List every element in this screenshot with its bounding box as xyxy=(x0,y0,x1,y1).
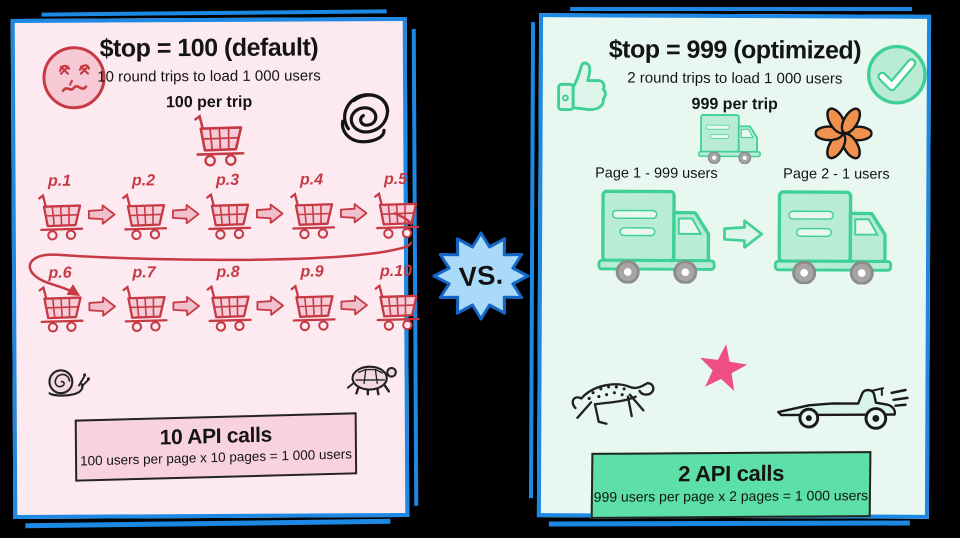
page-label: p.4 xyxy=(299,171,324,189)
cart-unit: p.2 xyxy=(115,172,171,241)
arrow-right-icon xyxy=(88,203,116,225)
page-label: p.6 xyxy=(48,264,72,282)
cart-row-1: p.1 p.2 p.3 p.4 p.5 xyxy=(31,171,403,242)
vs-label: VS. xyxy=(458,259,504,292)
right-panel-optimized: $top = 999 (optimized) 2 round trips to … xyxy=(528,13,932,519)
shopping-cart-icon xyxy=(187,112,249,168)
left-result-box: 10 API calls 100 users per page x 10 pag… xyxy=(74,412,358,482)
turtle-icon xyxy=(344,357,398,397)
cart-unit: p.5 xyxy=(367,171,423,240)
cart-unit: p.3 xyxy=(199,172,255,241)
right-panel-subtitle: 2 round trips to load 1 000 users xyxy=(627,69,843,88)
shopping-cart-icon xyxy=(200,283,256,333)
shopping-cart-icon xyxy=(116,283,172,333)
page-label: p.2 xyxy=(131,172,156,190)
left-panel-title: $top = 100 (default) xyxy=(99,33,319,63)
shopping-cart-icon xyxy=(116,191,172,241)
arrow-right-icon xyxy=(256,295,284,317)
cart-unit: p.9 xyxy=(284,263,340,332)
shopping-cart-icon xyxy=(32,192,88,242)
shopping-cart-icon xyxy=(200,191,256,241)
arrow-right-icon xyxy=(722,218,764,250)
page-label: p.8 xyxy=(216,263,240,281)
right-panel-title: $top = 999 (optimized) xyxy=(608,35,862,65)
shopping-cart-icon xyxy=(32,284,88,334)
page-label: p.3 xyxy=(215,171,240,189)
starburst-icon xyxy=(432,231,530,321)
page-label: p.7 xyxy=(132,264,156,282)
arrow-right-icon xyxy=(172,203,200,225)
flower-icon xyxy=(814,98,872,164)
cheetah-icon xyxy=(569,369,655,433)
cart-unit: p.6 xyxy=(32,265,88,334)
cart-unit: p.1 xyxy=(31,173,87,242)
delivery-truck-icon xyxy=(597,185,716,284)
page-label: p.10 xyxy=(379,262,413,281)
arrow-right-icon xyxy=(340,202,368,224)
page-label: p.1 xyxy=(47,172,72,190)
shopping-cart-icon xyxy=(284,282,340,332)
right-result-box: 2 API calls 999 users per page x 2 pages… xyxy=(590,451,872,519)
left-panel-default: $top = 100 (default) 10 round trips to l… xyxy=(10,16,410,520)
page-label: p.9 xyxy=(300,263,324,281)
race-car-icon xyxy=(775,380,909,431)
shopping-cart-icon xyxy=(368,282,424,332)
left-panel-subtitle: 10 round trips to load 1 000 users xyxy=(97,67,321,86)
arrow-right-icon xyxy=(340,294,368,316)
delivery-truck-small-icon xyxy=(697,112,761,164)
delivery-truck-icon xyxy=(772,186,894,285)
arrow-right-icon xyxy=(88,295,116,317)
page1-label: Page 1 - 999 users xyxy=(595,165,718,182)
cart-unit: p.4 xyxy=(283,171,339,240)
cart-unit: p.10 xyxy=(368,263,424,332)
page-label: p.5 xyxy=(383,170,408,189)
snail-icon xyxy=(42,361,90,401)
cart-unit: p.7 xyxy=(116,264,172,333)
cart-row-2: p.6 p.7 p.8 p.9 p.10 xyxy=(32,263,404,334)
right-result-detail: 999 users per page x 2 pages = 1 000 use… xyxy=(593,487,869,505)
right-result-title: 2 API calls xyxy=(678,460,785,487)
arrow-right-icon xyxy=(256,203,284,225)
left-per-trip-label: 100 per trip xyxy=(165,93,253,112)
cart-unit: p.8 xyxy=(200,264,256,333)
arrow-right-icon xyxy=(172,295,200,317)
page2-label: Page 2 - 1 users xyxy=(783,166,890,183)
shopping-cart-icon xyxy=(284,190,340,240)
shopping-cart-icon xyxy=(368,190,424,240)
vs-badge: VS. xyxy=(432,230,530,322)
star-icon xyxy=(695,342,749,396)
